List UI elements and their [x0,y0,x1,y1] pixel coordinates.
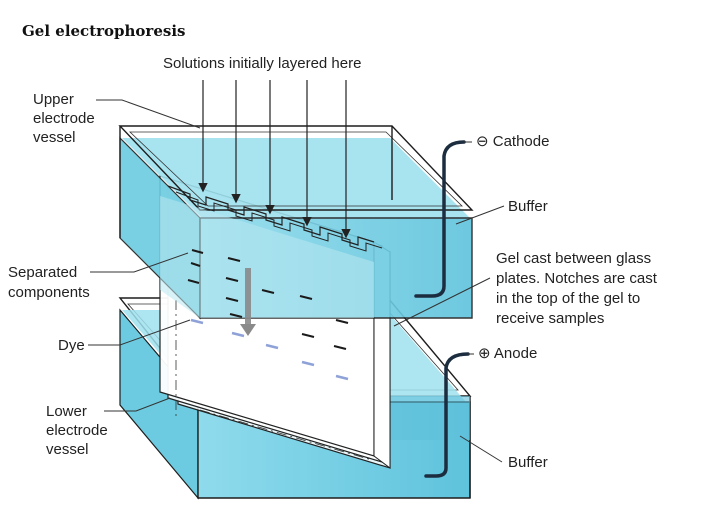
leader-lines [88,99,505,463]
label-separated-1: Separated [8,264,77,281]
label-dye: Dye [58,337,85,354]
label-gel-cast-2: plates. Notches are cast [496,270,658,287]
label-separated-2: components [8,284,90,301]
label-cathode: ⊖ Cathode [476,133,549,150]
label-lower-vessel-3: vessel [46,441,89,458]
label-gel-cast-4: receive samples [496,310,604,327]
label-gel-cast-3: in the top of the gel to [496,290,640,307]
anode-wire [424,352,470,478]
label-anode: ⊕ Anode [478,345,537,362]
label-upper-vessel-2: electrode [33,110,95,127]
label-gel-cast-1: Gel cast between glass [496,250,651,267]
label-buffer-lower: Buffer [508,454,548,471]
solution-arrows [198,80,351,239]
cathode-wire [414,140,466,298]
label-lower-vessel-2: electrode [46,422,108,439]
diagram-title: Gel electrophoresis [22,22,185,40]
label-solutions: Solutions initially layered here [163,55,361,72]
migration-arrow [240,268,256,336]
label-buffer-upper: Buffer [508,198,548,215]
label-upper-vessel-1: Upper [33,91,74,108]
label-lower-vessel-1: Lower [46,403,87,420]
label-upper-vessel-3: vessel [33,129,76,146]
dye-band [190,318,349,381]
upper-electrode-vessel [118,125,474,320]
separated-bands [187,249,349,350]
